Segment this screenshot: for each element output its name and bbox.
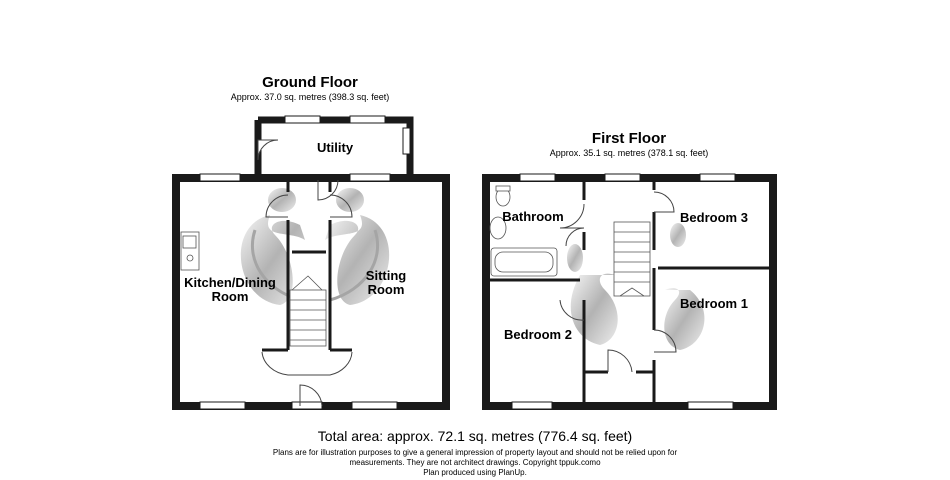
bathroom-fixtures [489, 185, 558, 277]
room-label-bathroom: Bathroom [502, 209, 564, 224]
ground-floor-plan [172, 115, 450, 410]
first-floor-area: Approx. 35.1 sq. metres (378.1 sq. feet) [549, 148, 709, 158]
disclaimer-line-2: measurements. They are not architect dra… [349, 458, 601, 467]
room-label-sitting-line2: Room [367, 282, 405, 297]
room-label-bedroom-3: Bedroom 3 [680, 210, 748, 225]
disclaimer-line-3: Plan produced using PlanUp. [423, 468, 527, 477]
room-label-bedroom-1: Bedroom 1 [680, 296, 748, 311]
first-stairs [613, 221, 651, 297]
first-floor-plan [482, 173, 777, 410]
ground-windows [199, 115, 411, 410]
room-label-kitchen-dining-line2: Room [211, 289, 249, 304]
disclaimer-line-1: Plans are for illustration purposes to g… [272, 448, 678, 457]
ground-internal-walls [262, 182, 352, 352]
first-windows [511, 173, 736, 410]
ground-floor-title: Ground Floor [262, 74, 358, 91]
room-label-kitchen-dining-line1: Kitchen/Dining [184, 275, 276, 290]
first-doors [559, 191, 677, 373]
kitchen-sink [180, 231, 200, 271]
watermark-logo-first [567, 223, 705, 350]
ground-doors [257, 139, 353, 407]
room-label-bedroom-2: Bedroom 2 [504, 327, 572, 342]
ground-stairs [289, 275, 327, 347]
first-floor-title: First Floor [591, 130, 667, 147]
room-label-utility: Utility [316, 140, 354, 155]
room-label-sitting-line1: Sitting [365, 268, 407, 283]
first-internal-walls [490, 182, 770, 402]
total-area: Total area: approx. 72.1 sq. metres (776… [317, 428, 633, 444]
ground-floor-area: Approx. 37.0 sq. metres (398.3 sq. feet) [230, 92, 390, 102]
